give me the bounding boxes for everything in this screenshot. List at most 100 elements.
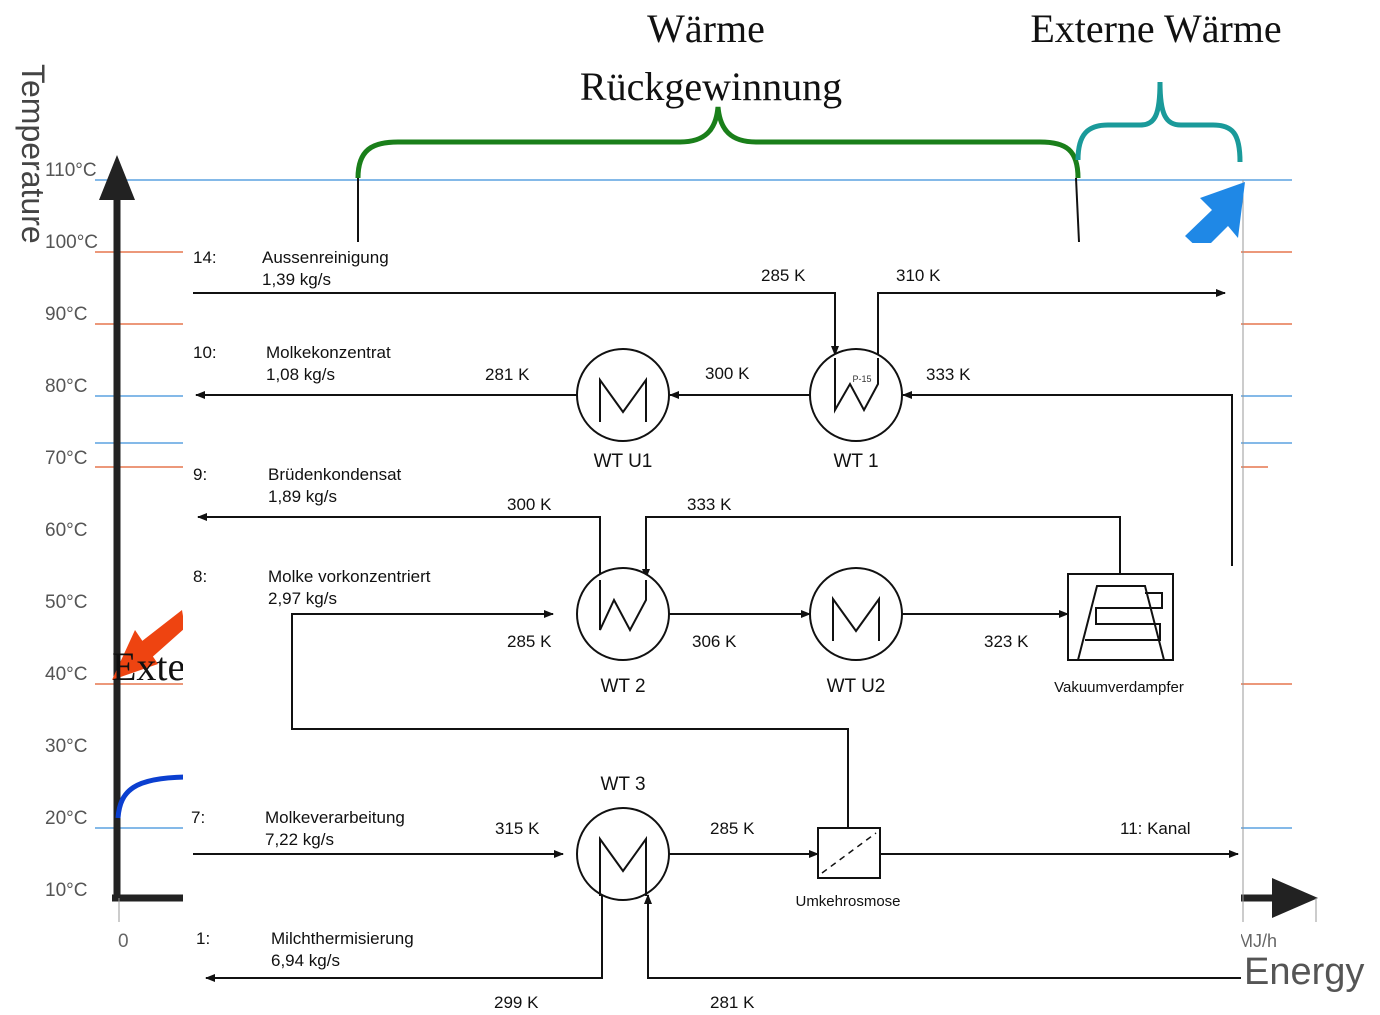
stream-10-from-evaporator: [902, 391, 1233, 566]
unit-labels: WT 1 WT U1 WT 2 WT U2 WT 3 Vakuumverdamp…: [594, 451, 1191, 910]
heat-exchanger-wt2: [576, 567, 670, 661]
y-tick: 10°C: [45, 880, 87, 901]
wtu2-label: WT U2: [827, 676, 886, 697]
evaporator-label: Vakuumverdampfer: [1054, 679, 1184, 696]
recovery-label-line2: Rückgewinnung: [580, 64, 842, 109]
temp-label: 285 K: [710, 819, 755, 838]
stream-9-lines: [197, 513, 1121, 585]
x-axis-arrow-icon: [1272, 878, 1318, 918]
stream-1-in: [644, 894, 1241, 979]
evaporator-inner: [1076, 585, 1166, 661]
y-tick: 70°C: [45, 448, 87, 469]
stream-14-out-line: [877, 289, 1226, 360]
temp-label: 300 K: [705, 364, 750, 383]
wtu1-label: WT U1: [594, 451, 653, 472]
y-tick: 30°C: [45, 736, 87, 757]
y-axis-arrow-icon: [99, 155, 135, 200]
stream-labels: 14: Aussenreinigung 1,39 kg/s 10: Molkek…: [191, 248, 431, 970]
stream-flow: 2,97 kg/s: [268, 589, 337, 608]
wtu1-coil: [599, 376, 647, 422]
stream-flow: 1,89 kg/s: [268, 487, 337, 506]
stream-8-feed: [291, 610, 849, 827]
wt3-label: WT 3: [600, 774, 645, 795]
stream-number: 10:: [193, 343, 217, 362]
recovery-brace-right-leader: [1075, 177, 1080, 243]
temp-label: 306 K: [692, 632, 737, 651]
wtu2-coil: [832, 595, 880, 641]
temp-label: 285 K: [507, 632, 552, 651]
wt3-coil: [599, 835, 647, 896]
stream-name: Aussenreinigung: [262, 248, 389, 267]
evaporator-coil: [1085, 592, 1163, 641]
x-zero-label: 0: [118, 931, 129, 952]
temp-label: 323 K: [984, 632, 1029, 651]
partial-external-label: Exte: [112, 644, 185, 689]
stream-name: Molkekonzentrat: [266, 343, 391, 362]
y-tick: 60°C: [45, 520, 87, 541]
y-axis-label: Temperature: [15, 64, 51, 244]
osmosis-label: Umkehrosmose: [795, 893, 900, 910]
temp-label: 285 K: [761, 266, 806, 285]
heat-exchanger-wt3: [576, 807, 670, 901]
heat-exchanger-wtu1: [576, 348, 670, 442]
heat-exchanger-wtu2: [809, 567, 903, 661]
y-tick: 90°C: [45, 304, 87, 325]
blue-arrow-icon: [1185, 182, 1245, 252]
y-tick: 80°C: [45, 376, 87, 397]
wtu2-shell: [809, 567, 903, 661]
y-tick-labels: 110°C 100°C 90°C 80°C 70°C 60°C 50°C 40°…: [45, 160, 98, 901]
stream-10-lines: [195, 391, 1233, 566]
stream-1-lines: [205, 894, 1241, 982]
stream-9-out: [197, 513, 601, 578]
recovery-label-line1: Wärme: [647, 6, 765, 51]
stream-1-out: [205, 895, 603, 982]
stream-number: 7:: [191, 808, 205, 827]
heat-exchanger-wt1: P-15: [809, 348, 903, 442]
wtu1-shell: [576, 348, 670, 442]
reverse-osmosis: [817, 827, 881, 879]
y-tick: 110°C: [45, 160, 97, 181]
stream-number: 8:: [193, 567, 207, 586]
stream-flow: 6,94 kg/s: [271, 951, 340, 970]
x-axis-label: Energy: [1244, 951, 1364, 993]
wt1-coil: [834, 358, 879, 414]
cold-composite-curve: [115, 774, 186, 819]
temp-label: 310 K: [896, 266, 941, 285]
kanal-label: 11: Kanal: [1120, 819, 1191, 838]
y-tick: 40°C: [45, 664, 87, 685]
wt1-tag: P-15: [852, 374, 871, 384]
y-tick: 100°C: [45, 232, 98, 253]
external-heat-label: Externe Wärme: [1030, 6, 1281, 51]
recovery-brace: [355, 106, 1081, 179]
wt2-shell: [576, 567, 670, 661]
stream-8-lines: [291, 610, 1069, 827]
temp-label: 315 K: [495, 819, 540, 838]
stream-name: Molke vorkonzentriert: [268, 567, 431, 586]
vacuum-evaporator: [1067, 573, 1174, 661]
stream-flow: 1,39 kg/s: [262, 270, 331, 289]
stream-name: Brüdenkondensat: [268, 465, 402, 484]
temperature-labels: 285 K 310 K 281 K 300 K 333 K 300 K 333 …: [485, 266, 1029, 1012]
stream-flow: 1,08 kg/s: [266, 365, 335, 384]
stream-flow: 7,22 kg/s: [265, 830, 334, 849]
temp-label: 300 K: [507, 495, 552, 514]
wt2-coil: [599, 580, 647, 633]
stream-name: Milchthermisierung: [271, 929, 414, 948]
stream-number: 9:: [193, 465, 207, 484]
red-arrowhead-icon: [112, 630, 158, 680]
stream-number: 14:: [193, 248, 217, 267]
external-heat-brace: [1075, 81, 1243, 163]
stream-9-in: [642, 516, 1121, 585]
stream-14-lines: [193, 289, 1226, 360]
y-tick: 20°C: [45, 808, 87, 829]
evaporator-body: [1067, 573, 1174, 661]
temp-label: 281 K: [710, 993, 755, 1012]
osmosis-membrane: [821, 832, 877, 874]
wt2-label: WT 2: [600, 676, 645, 697]
temp-label: 333 K: [687, 495, 732, 514]
flowsheet-panel: [183, 243, 1241, 1015]
stream-number: 1:: [196, 929, 210, 948]
stream-14-in-line: [193, 292, 839, 356]
wt3-shell: [576, 807, 670, 901]
